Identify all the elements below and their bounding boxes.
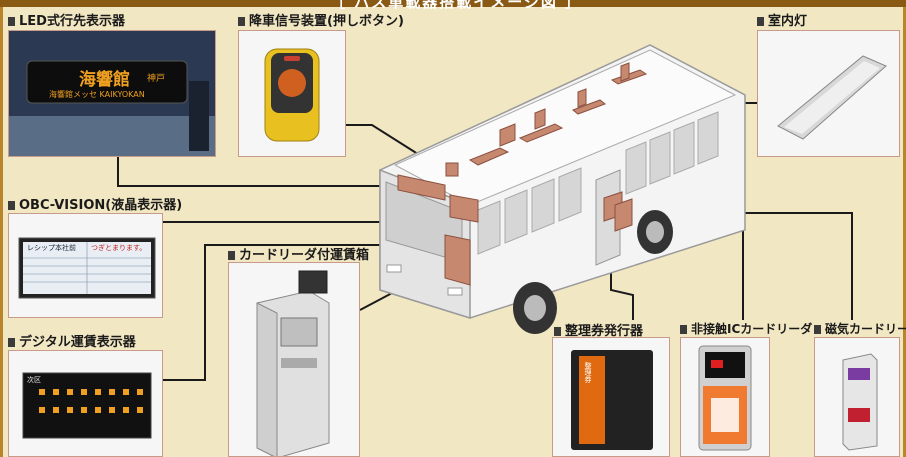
push-button-illustration	[239, 31, 345, 156]
ticket-machine-label: 整理券	[584, 362, 592, 383]
label-bullet	[554, 327, 561, 336]
label-bullet	[814, 325, 821, 334]
label-obc-vision: OBC-VISION(液晶表示器)	[8, 194, 182, 213]
label-text: OBC-VISION(液晶表示器)	[19, 198, 183, 213]
photo-led-destination: 海響館 神戸 海響館メッセ KAIKYOKAN	[8, 30, 216, 157]
room-light-illustration	[758, 31, 899, 156]
led-sign-block	[397, 174, 446, 201]
label-text: 室内灯	[768, 14, 808, 29]
label-bullet	[8, 338, 15, 347]
label-bullet	[8, 201, 15, 210]
label-room-light: 室内灯	[757, 10, 807, 29]
ic-reader-illustration	[681, 338, 769, 456]
led-line2-text: 海響館メッセ KAIKYOKAN	[49, 90, 145, 99]
label-text: 非接触ICカードリーダ	[691, 322, 813, 336]
label-bullet	[757, 17, 764, 26]
label-bullet	[8, 17, 15, 26]
magnetic-reader-illustration	[815, 338, 899, 456]
label-text: デジタル運賃表示器	[19, 335, 136, 350]
photo-ticket-issuer: 整理券	[552, 337, 670, 457]
led-sub-text: 神戸	[147, 74, 166, 84]
photo-alight-signal	[238, 30, 346, 157]
page-title: ［ バス車載器搭載イメージ図 ］	[330, 0, 583, 11]
label-text: 降車信号装置(押しボタン)	[249, 14, 404, 29]
obc-left-header: レシップ本社前	[27, 244, 76, 252]
label-bullet	[228, 251, 235, 260]
label-alight-signal: 降車信号装置(押しボタン)	[238, 10, 404, 29]
fare-box-illustration	[229, 263, 359, 456]
photo-ic-reader	[680, 337, 770, 457]
label-text: LED式行先表示器	[19, 14, 125, 29]
photo-digital-fare-display: 次区	[8, 350, 163, 457]
obc-right-header: つぎとまります。	[91, 244, 147, 252]
lcd-display-illustration	[9, 214, 162, 317]
label-digital-fare-display: デジタル運賃表示器	[8, 331, 136, 350]
label-ticket-issuer: 整理券発行器	[554, 320, 643, 339]
label-bullet	[238, 17, 245, 26]
top-banner: ［ バス車載器搭載イメージ図 ］	[0, 0, 906, 11]
label-text: 磁気カードリーダ	[825, 322, 906, 336]
label-text: 整理券発行器	[565, 324, 644, 339]
led-main-text: 海響館	[79, 70, 130, 90]
fare-display-header: 次区	[27, 376, 41, 384]
label-text: カードリーダ付運賃箱	[239, 248, 370, 263]
ticket-machine-illustration	[553, 338, 669, 456]
label-bullet	[680, 325, 687, 334]
label-ic-reader: 非接触ICカードリーダ	[680, 320, 812, 337]
photo-card-fare-box	[228, 262, 360, 457]
photo-magnetic-reader	[814, 337, 900, 457]
label-magnetic-reader: 磁気カードリーダ	[814, 320, 906, 337]
fare-display-illustration	[9, 351, 162, 456]
photo-room-light	[757, 30, 900, 157]
label-led-destination: LED式行先表示器	[8, 10, 125, 29]
label-card-fare-box: カードリーダ付運賃箱	[228, 244, 369, 263]
led-sign-illustration	[9, 31, 215, 156]
photo-obc-vision: レシップ本社前 つぎとまります。	[8, 213, 163, 318]
